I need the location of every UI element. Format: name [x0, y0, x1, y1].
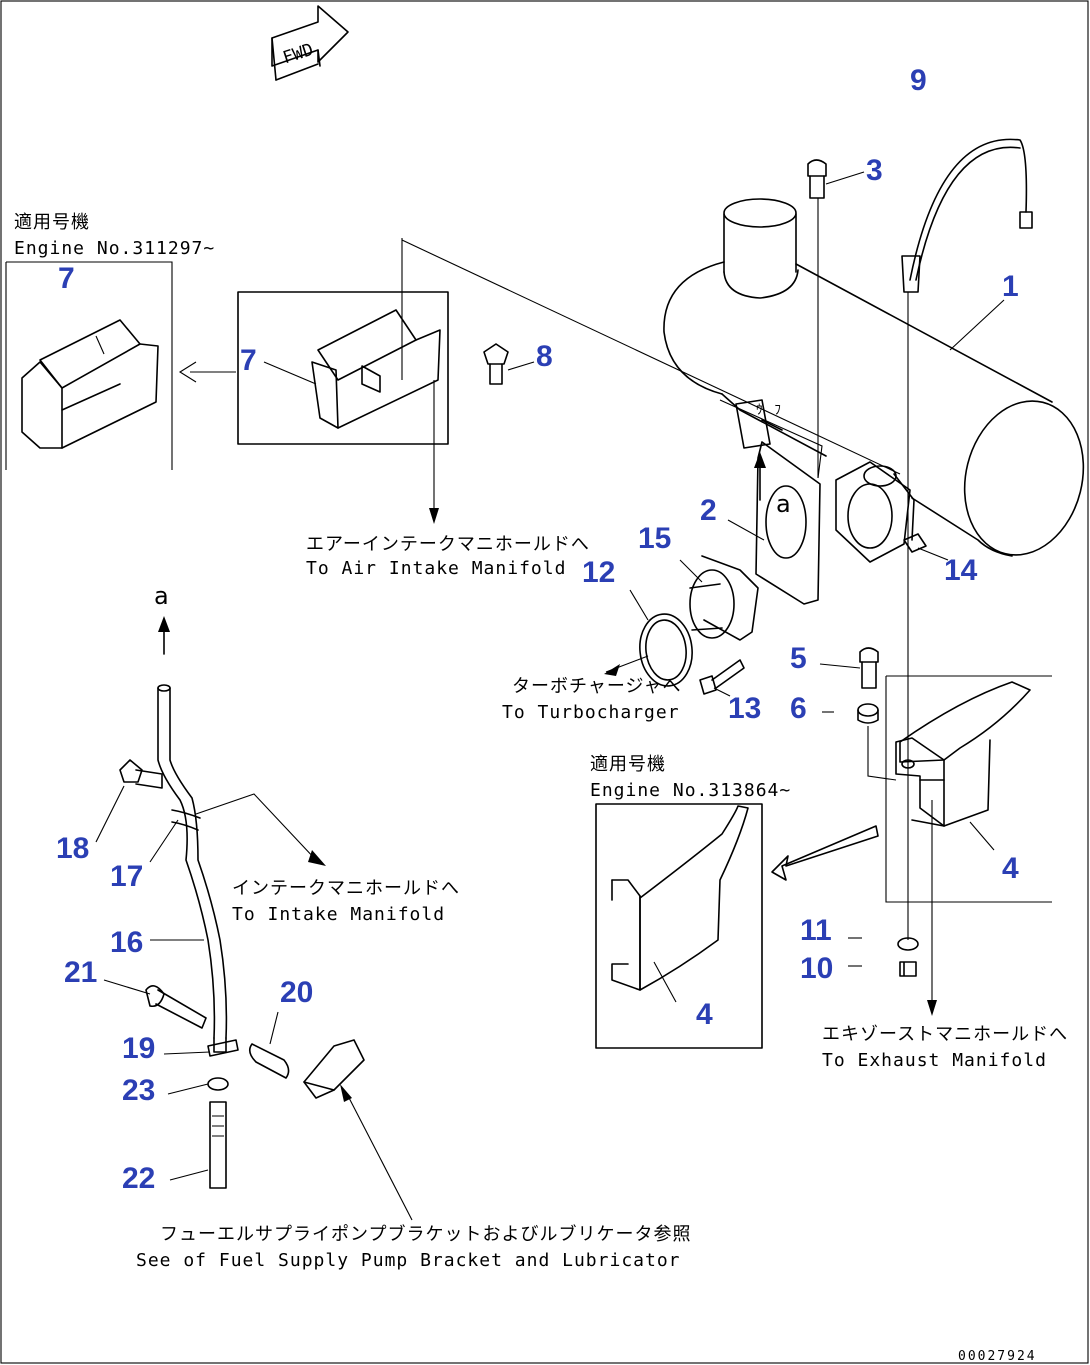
tube-22-part — [209, 1101, 227, 1189]
turbo-en: To Turbocharger — [502, 702, 680, 723]
inset-box-311297 — [5, 261, 173, 470]
view-a-arrow: a — [754, 452, 791, 518]
callout-14: 14 — [944, 554, 978, 587]
callout-10: 10 — [800, 952, 833, 985]
callout-22: 22 — [122, 1162, 155, 1195]
fuel-leader — [345, 1091, 413, 1221]
callout-11: 11 — [800, 914, 832, 947]
callout-12: 12 — [582, 556, 615, 589]
sleeve-20-part — [248, 1043, 290, 1079]
bolt-21-part — [145, 985, 207, 1029]
callout-15: 15 — [638, 522, 671, 555]
callout-2: 2 — [700, 494, 717, 527]
view-mark-small: ｳ ﾌ — [756, 403, 783, 418]
dash-leader — [401, 239, 901, 475]
sensor-cable-part — [901, 138, 1033, 940]
callout-4: 4 — [1002, 852, 1019, 885]
callout-numbers: 1 2 3 4 4 5 6 7 7 8 9 10 11 12 13 14 15 … — [56, 64, 1019, 1195]
intake-en: To Intake Manifold — [232, 904, 445, 925]
callout-7: 7 — [240, 344, 257, 377]
bolt-8-part — [483, 343, 509, 385]
callout-19: 19 — [122, 1032, 155, 1065]
callout-3: 3 — [866, 154, 883, 187]
callout-16: 16 — [110, 926, 143, 959]
intake-leader — [195, 793, 317, 861]
callout-17: 17 — [110, 860, 143, 893]
bracket-7-alt-part — [21, 319, 159, 449]
callout-4-alt: 4 — [696, 998, 713, 1031]
bolt-13-part — [699, 659, 745, 695]
adapter-part — [689, 555, 759, 641]
callout-7-alt: 7 — [58, 262, 75, 295]
exhaust-jp: エキゾーストマニホールドへ — [822, 1024, 1068, 1045]
bracket-4-alt-part — [611, 805, 749, 991]
inset-box-bracket7 — [237, 291, 449, 445]
callout-6: 6 — [790, 692, 807, 725]
fuel-jp: フューエルサプライポンプブラケットおよびルブリケータ参照 — [160, 1223, 691, 1245]
doc-number: 00027924 — [958, 1349, 1037, 1364]
tube-16-part — [157, 684, 228, 1053]
applicable-en-2: Engine No.313864~ — [590, 780, 791, 801]
callout-20: 20 — [280, 976, 313, 1009]
inset-transfer-arrow — [771, 825, 879, 881]
nut-10-part — [899, 961, 917, 977]
view-a-top-arrow: a — [154, 582, 170, 655]
callout-1: 1 — [1002, 270, 1019, 303]
applicable-jp-2: 適用号機 — [590, 754, 666, 775]
callout-8: 8 — [536, 340, 553, 373]
callout-21: 21 — [64, 956, 97, 989]
turbo-jp: ターボチャージャへ — [512, 676, 682, 697]
bracket-fuel-part — [303, 1039, 365, 1099]
gasket-part — [755, 441, 821, 605]
air-intake-jp: エアーインテークマニホールドへ — [306, 534, 590, 555]
bolt-5-part — [857, 647, 897, 781]
inset-box-313864 — [595, 803, 763, 1049]
view-a-label: a — [776, 490, 791, 518]
applicable-en-1: Engine No.311297~ — [14, 238, 215, 259]
clip-19-part — [207, 1039, 239, 1057]
callout-9: 9 — [910, 64, 927, 97]
callout-5: 5 — [790, 642, 807, 675]
nut-14-part — [903, 533, 927, 553]
bolt-3-part — [807, 159, 827, 478]
fwd-arrow-icon: FWD — [271, 5, 349, 81]
callout-leaders — [95, 171, 1005, 1181]
air-intake-en: To Air Intake Manifold — [306, 558, 566, 579]
view-a-top-label: a — [154, 582, 169, 610]
bracket-7-part — [311, 238, 441, 429]
applicable-jp-1: 適用号機 — [14, 212, 90, 233]
clip-17-part — [171, 809, 201, 831]
fwd-label: FWD — [280, 40, 315, 69]
connector-pipe-drawing: ｳ ﾌ — [663, 198, 1085, 563]
seal-23-part — [207, 1077, 229, 1091]
bracket-4-main-part — [885, 675, 1052, 903]
callout-18: 18 — [56, 832, 89, 865]
washer-11-part — [897, 937, 919, 951]
captions: 適用号機 Engine No.311297~ 適用号機 Engine No.31… — [14, 212, 1068, 1364]
callout-13: 13 — [728, 692, 761, 725]
exhaust-en: To Exhaust Manifold — [822, 1050, 1047, 1071]
bolt-18-part — [119, 759, 163, 789]
clamp-ring-part — [639, 613, 693, 687]
fuel-en: See of Fuel Supply Pump Bracket and Lubr… — [136, 1250, 681, 1271]
intake-jp: インテークマニホールドへ — [232, 878, 460, 899]
callout-23: 23 — [122, 1074, 155, 1107]
